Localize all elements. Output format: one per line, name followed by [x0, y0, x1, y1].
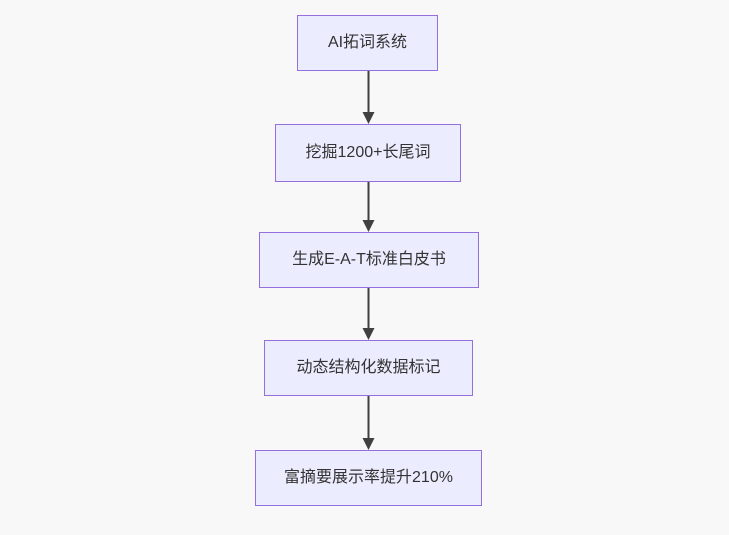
flow-arrow-3 — [362, 288, 375, 340]
flow-arrow-1 — [362, 71, 375, 124]
flow-node-longtail-mining: 挖掘1200+长尾词 — [275, 124, 461, 182]
flow-node-eat-whitepaper: 生成E-A-T标准白皮书 — [259, 232, 479, 288]
flow-arrow-2 — [362, 182, 375, 232]
flow-node-structured-data-markup: 动态结构化数据标记 — [264, 340, 473, 396]
flow-node-ai-keyword-system: AI拓词系统 — [297, 15, 438, 71]
flow-node-label: 富摘要展示率提升210% — [284, 469, 453, 486]
flow-node-label: 动态结构化数据标记 — [296, 359, 441, 376]
flow-node-rich-snippet-result: 富摘要展示率提升210% — [255, 450, 482, 506]
flow-arrow-4 — [362, 396, 375, 450]
flow-node-label: AI拓词系统 — [327, 34, 408, 51]
flow-node-label: 挖掘1200+长尾词 — [305, 144, 431, 161]
flow-node-label: 生成E-A-T标准白皮书 — [292, 251, 446, 268]
